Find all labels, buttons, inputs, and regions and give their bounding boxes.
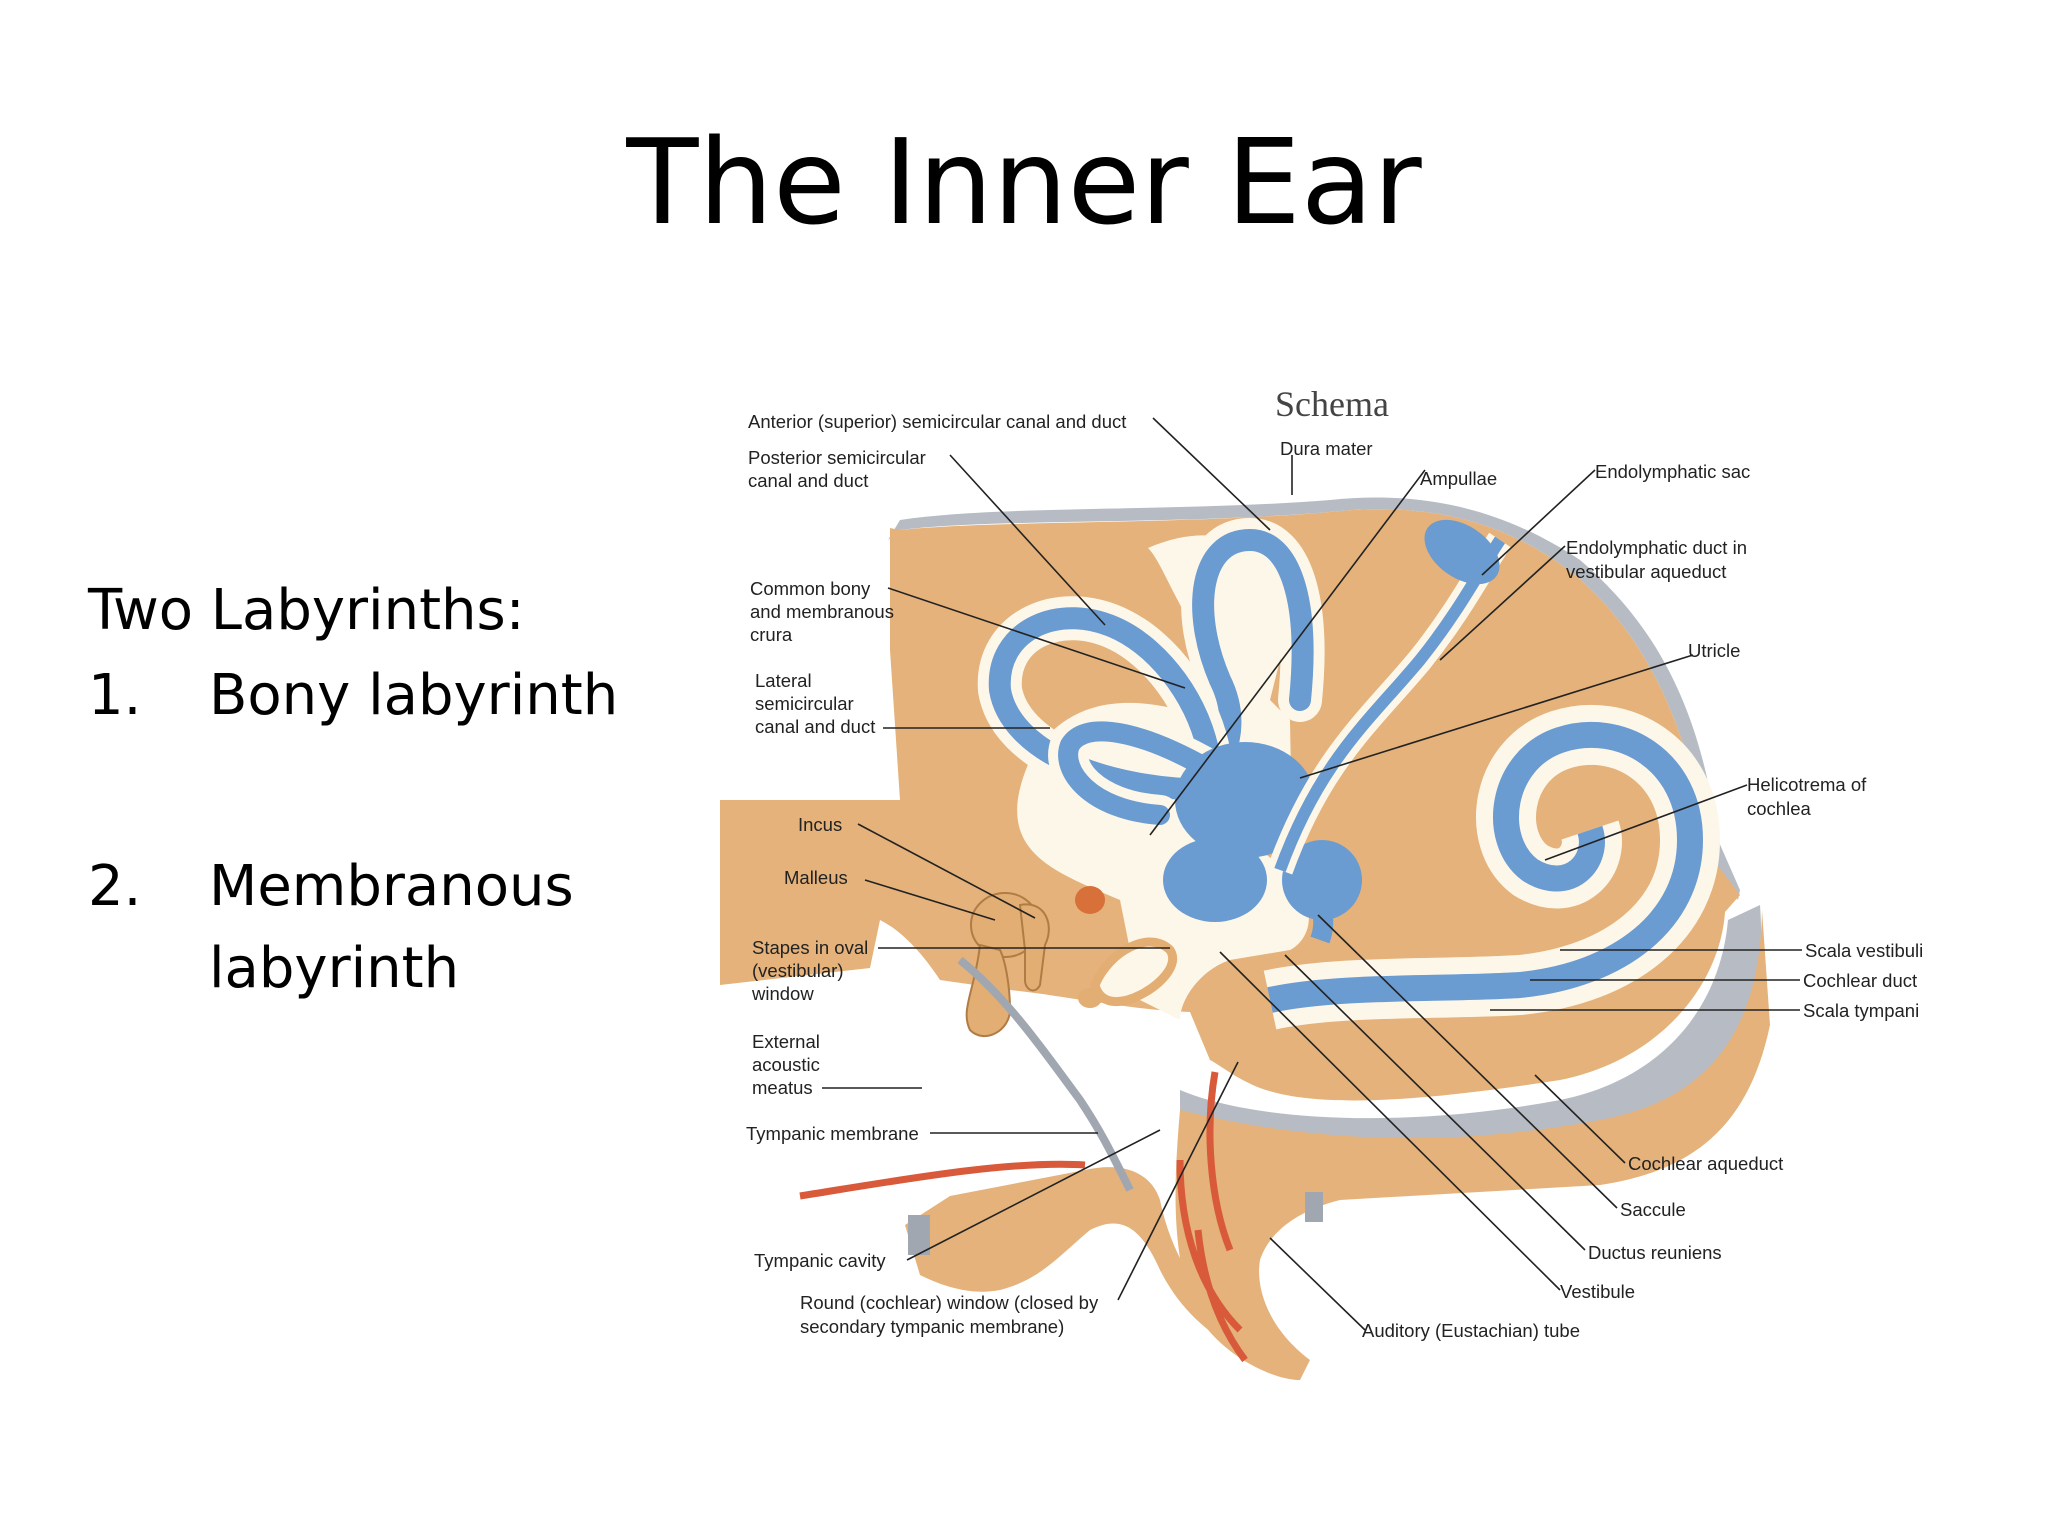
label-ductus-reuniens: Ductus reuniens (1588, 1242, 1722, 1263)
petrous-bone (1175, 910, 1770, 1380)
label-endolymphatic-duct-2: vestibular aqueduct (1566, 561, 1726, 582)
label-dura-mater: Dura mater (1280, 438, 1373, 459)
label-vestibule: Vestibule (1560, 1281, 1635, 1302)
label-lateral-canal-2: semicircular (755, 693, 854, 714)
label-ampullae: Ampullae (1420, 468, 1497, 489)
schema-heading: Schema (1275, 384, 1389, 424)
label-scala-tympani: Scala tympani (1803, 1000, 1919, 1021)
label-external-meatus-2: acoustic (752, 1054, 820, 1075)
label-cochlear-aqueduct: Cochlear aqueduct (1628, 1153, 1783, 1174)
slide-title: The Inner Ear (626, 113, 1422, 251)
label-stapes-2: (vestibular) (752, 960, 844, 981)
label-common-crura-2: and membranous (750, 601, 894, 622)
bullet-list: Two Labyrinths: 1. Bony labyrinth 2. Mem… (88, 570, 688, 1009)
label-incus: Incus (798, 814, 842, 835)
temporal-bone-lower (1180, 905, 1762, 1149)
label-endolymphatic-duct: Endolymphatic duct in (1566, 537, 1747, 558)
incus-tip (1078, 988, 1102, 1008)
label-common-crura-3: crura (750, 624, 793, 645)
label-utricle: Utricle (1688, 640, 1740, 661)
list-number: 2. (88, 854, 142, 920)
endolymphatic-sac (1424, 519, 1500, 585)
label-auditory-tube: Auditory (Eustachian) tube (1362, 1320, 1580, 1341)
label-saccule: Saccule (1620, 1199, 1686, 1220)
label-lateral-canal: Lateral (755, 670, 812, 691)
label-scala-vestibuli: Scala vestibuli (1805, 940, 1923, 961)
label-round-window-2: secondary tympanic membrane) (800, 1316, 1064, 1337)
bullet-intro: Two Labyrinths: (88, 578, 525, 643)
utricle (1175, 742, 1315, 858)
label-endolymphatic-sac: Endolymphatic sac (1595, 461, 1750, 482)
label-lateral-canal-3: canal and duct (755, 716, 875, 737)
label-round-window: Round (cochlear) window (closed by (800, 1292, 1099, 1313)
label-cochlear-duct: Cochlear duct (1803, 970, 1917, 991)
ossicles (965, 886, 1178, 1037)
label-tympanic-membrane: Tympanic membrane (746, 1123, 919, 1144)
tympanic-cavity-cap (908, 1215, 930, 1255)
list-number: 1. (88, 663, 142, 729)
list-text: Bony labyrinth (209, 663, 619, 729)
label-tympanic-cavity: Tympanic cavity (754, 1250, 886, 1271)
label-external-meatus-3: meatus (752, 1077, 813, 1098)
saccule-body (1163, 838, 1267, 922)
label-stapes-3: window (751, 983, 814, 1004)
cochlea (1263, 705, 1721, 1030)
stapes (1090, 937, 1178, 1007)
label-malleus: Malleus (784, 867, 848, 888)
label-stapes: Stapes in oval (752, 937, 868, 958)
leader-lines (822, 417, 1802, 1331)
label-common-crura: Common bony (750, 578, 871, 599)
label-helicotrema-2: cochlea (1747, 798, 1811, 819)
label-posterior-canal-2: canal and duct (748, 470, 868, 491)
eustachian-tube-cap (1305, 1192, 1323, 1222)
list-item: 2. Membranous labyrinth (88, 846, 688, 1008)
label-helicotrema: Helicotrema of (1747, 774, 1867, 795)
mucosa-red (799, 1071, 1248, 1363)
ossicle-red (1075, 886, 1105, 914)
list-text: Membranous labyrinth (209, 854, 574, 1001)
diagram-labels: Anterior (superior) semicircular canal a… (746, 411, 1923, 1341)
label-anterior-canal: Anterior (superior) semicircular canal a… (748, 411, 1126, 432)
label-posterior-canal: Posterior semicircular (748, 447, 926, 468)
label-external-meatus: External (752, 1031, 820, 1052)
tympanic-floor (905, 1167, 1240, 1350)
list-item: 1. Bony labyrinth (88, 655, 688, 736)
